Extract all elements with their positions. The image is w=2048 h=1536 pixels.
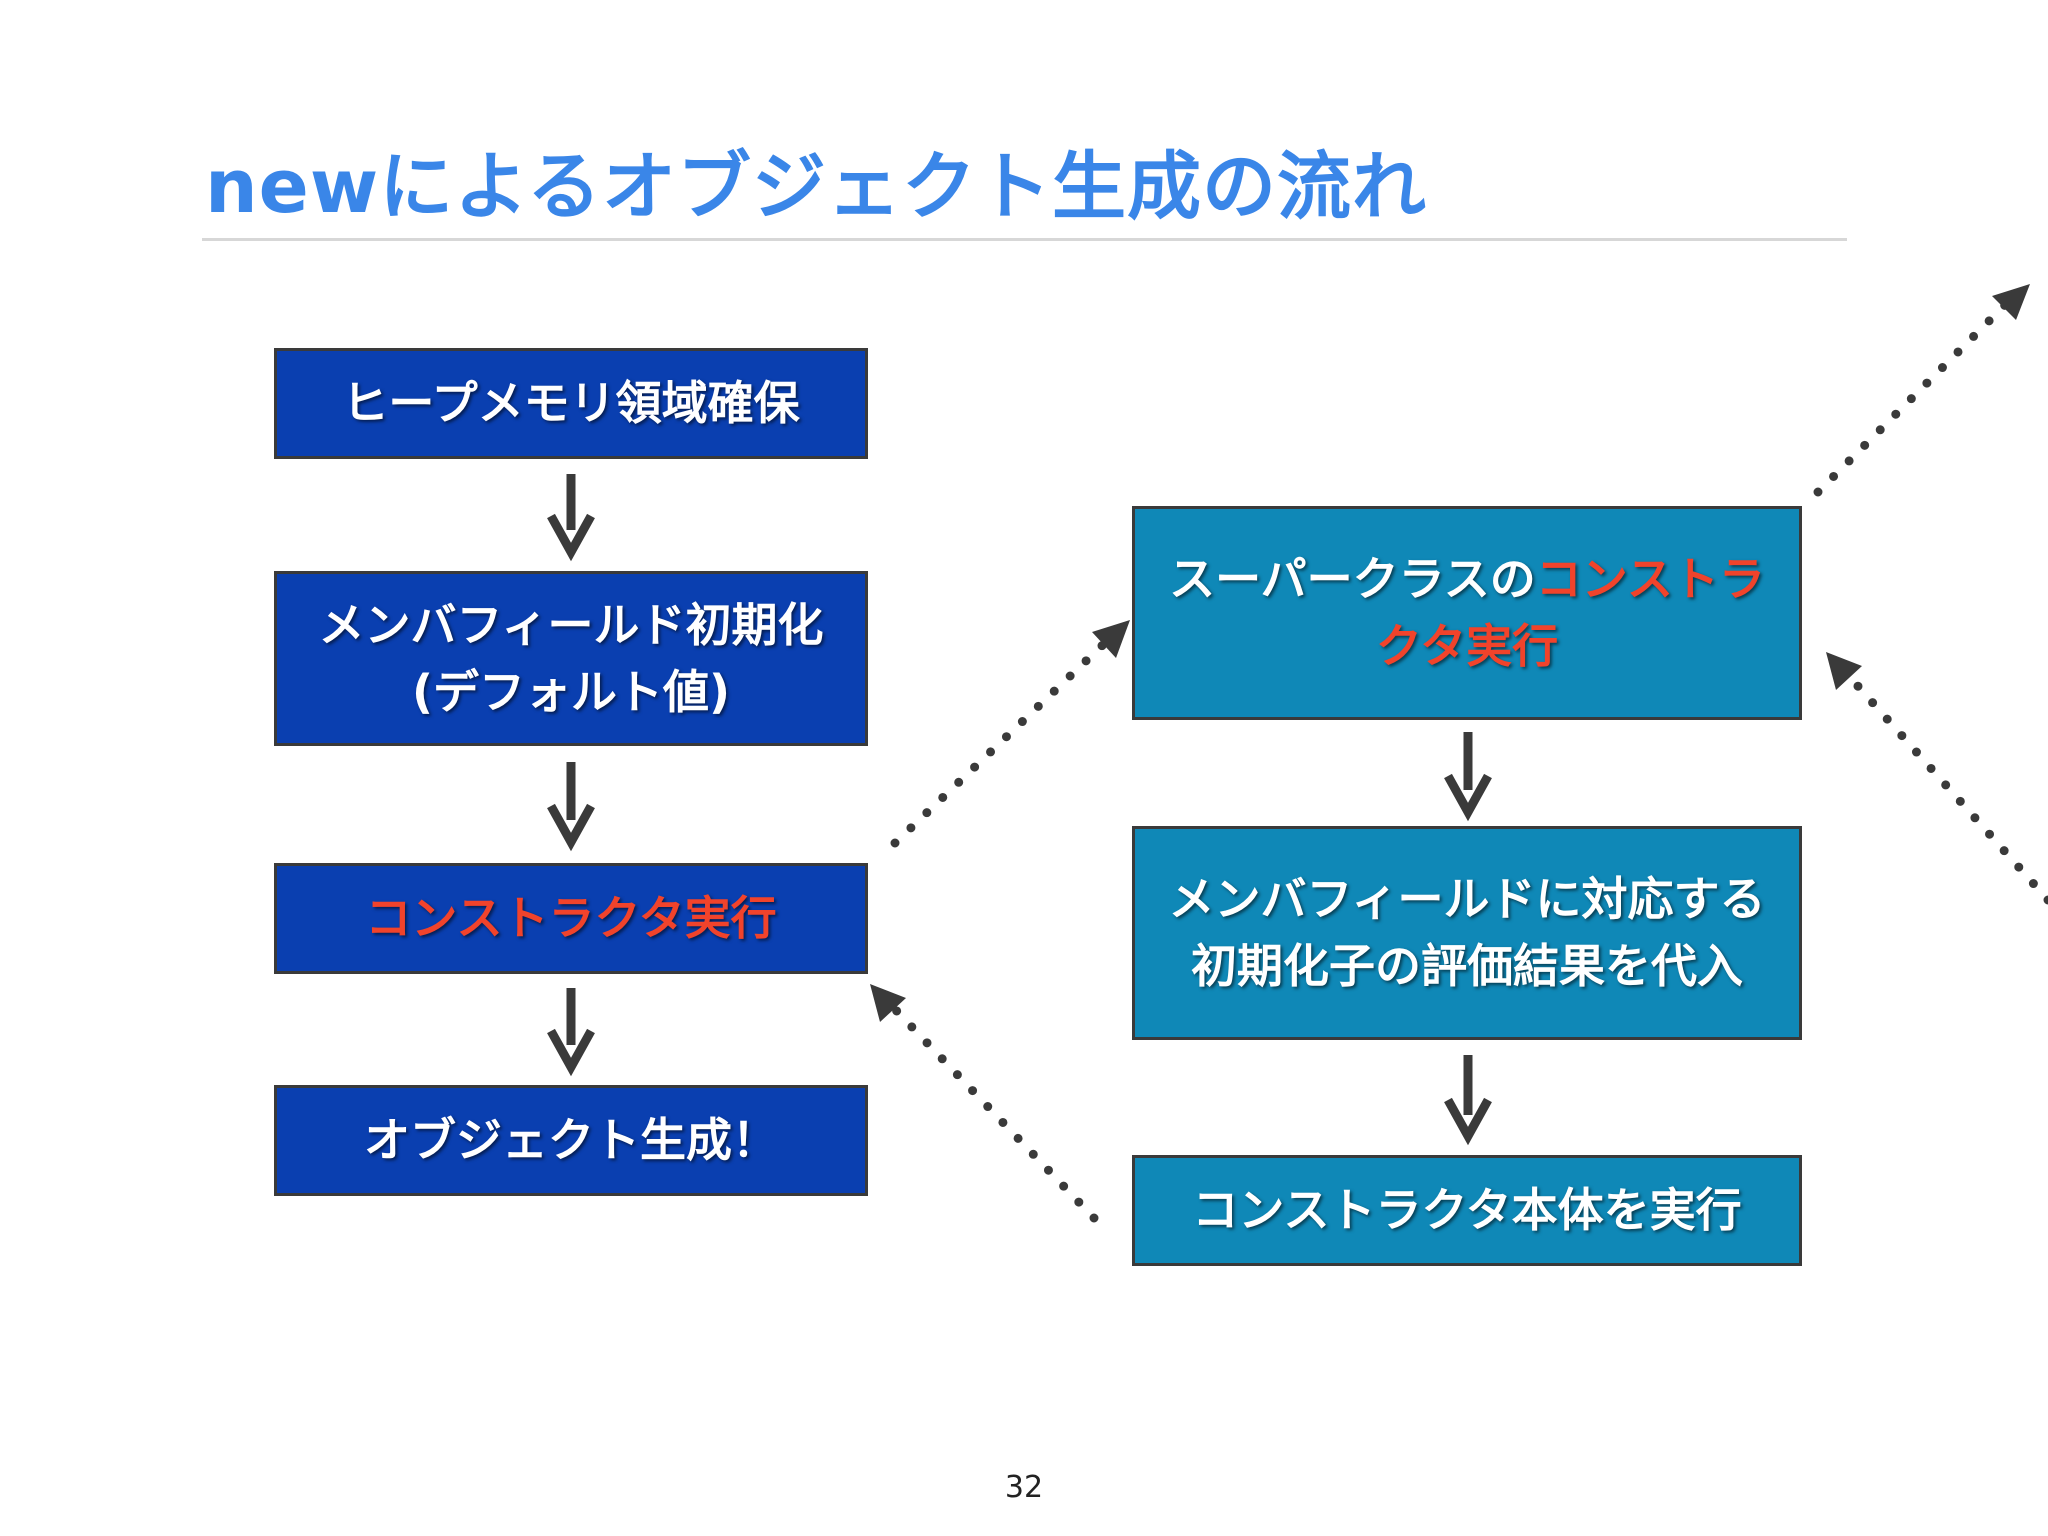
constructor-exec-label: コンストラクタ実行 bbox=[365, 891, 777, 946]
dotted-arrow-up-right bbox=[1813, 284, 2030, 497]
super-constructor-line1: スーパークラスのコンストラ bbox=[1169, 546, 1765, 613]
initializer-label-line2: 初期化子の評価結果を代入 bbox=[1191, 939, 1743, 993]
down-arrow-2 bbox=[547, 762, 595, 852]
down-arrow-3 bbox=[547, 988, 595, 1077]
object-created-box: オブジェクト生成！ bbox=[274, 1085, 868, 1196]
super-accent-text-2: クタ実行 bbox=[1375, 619, 1559, 673]
constructor-body-label: コンストラクタ本体を実行 bbox=[1192, 1183, 1742, 1238]
super-accent-text-1: コンストラ bbox=[1535, 552, 1765, 607]
page-number: 32 bbox=[1004, 1470, 1044, 1505]
dotted-arrow-return-right bbox=[1826, 652, 2048, 905]
down-arrow-5 bbox=[1444, 1055, 1492, 1146]
super-prefix-text: スーパークラスの bbox=[1169, 552, 1536, 607]
dotted-arrow-return-left bbox=[870, 984, 1099, 1223]
super-constructor-box: スーパークラスのコンストラ クタ実行 bbox=[1132, 506, 1802, 720]
down-arrow-1 bbox=[547, 474, 595, 562]
down-arrow-4 bbox=[1444, 732, 1492, 822]
title-underline bbox=[202, 238, 1847, 241]
heap-alloc-label: ヒープメモリ領域確保 bbox=[342, 376, 800, 431]
heap-alloc-box: ヒープメモリ領域確保 bbox=[274, 348, 868, 459]
dotted-arrow-to-super bbox=[890, 620, 1130, 848]
field-init-label-line2: (デフォルト値) bbox=[411, 664, 731, 719]
slide-title: newによるオブジェクト生成の流れ bbox=[205, 144, 1428, 230]
initializer-box: メンバフィールドに対応する 初期化子の評価結果を代入 bbox=[1132, 826, 1802, 1040]
initializer-label-line1: メンバフィールドに対応する bbox=[1168, 872, 1766, 927]
field-init-label-line1: メンバフィールド初期化 bbox=[318, 597, 824, 652]
object-created-label: オブジェクト生成！ bbox=[364, 1113, 778, 1168]
constructor-exec-box: コンストラクタ実行 bbox=[274, 863, 868, 974]
field-init-box: メンバフィールド初期化 (デフォルト値) bbox=[274, 571, 868, 746]
constructor-body-box: コンストラクタ本体を実行 bbox=[1132, 1155, 1802, 1266]
